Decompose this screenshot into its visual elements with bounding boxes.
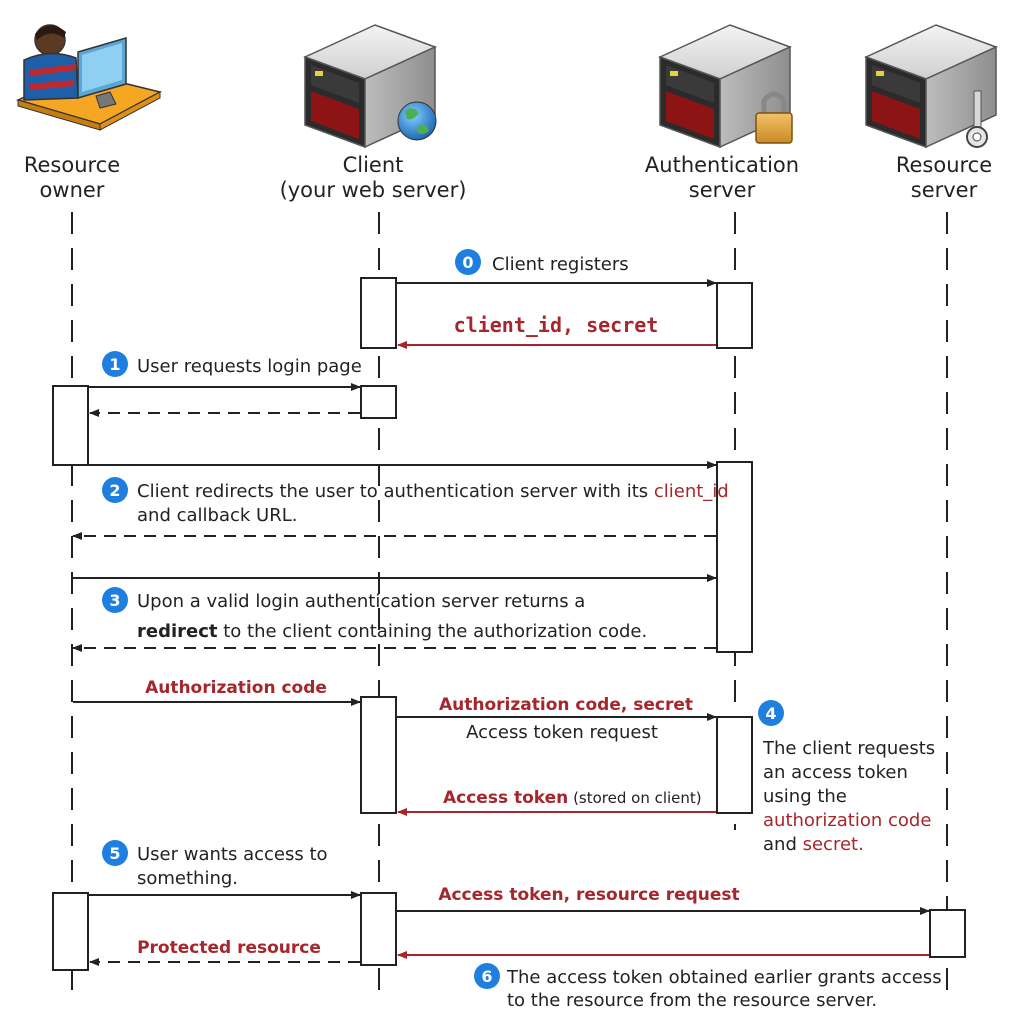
step-badges: 0 1 2 3 4 5 6: [102, 249, 784, 989]
activation-box: [360, 892, 397, 966]
access-token-label: Access token (stored on client): [443, 788, 702, 808]
resource-request-label: Access token, resource request: [438, 885, 739, 905]
server-key-icon: [864, 24, 998, 149]
participant-label: Authentication: [645, 153, 799, 177]
authorization-code-label: Authorization code: [145, 678, 327, 698]
activation-box: [52, 385, 89, 466]
activations: [52, 277, 966, 971]
activation-box: [716, 461, 753, 653]
step-0-text: Client registers: [492, 254, 629, 275]
participant-client: Client (your web server): [280, 153, 467, 202]
participant-label: server: [911, 178, 978, 202]
svg-text:5: 5: [109, 844, 120, 863]
svg-text:using the: using the: [763, 786, 847, 807]
message-labels: Client registers client_id, secret User …: [137, 254, 942, 1011]
svg-text:0: 0: [462, 253, 473, 272]
server-lock-icon: [658, 24, 793, 149]
step-5-line1: User wants access to: [137, 844, 328, 865]
participant-resource-owner: Resource owner: [24, 153, 120, 202]
svg-text:and secret.: and secret.: [763, 834, 864, 855]
participant-auth-server: Authentication server: [645, 153, 799, 202]
step-badge-4: 4: [758, 700, 784, 726]
token-request-label: Authorization code, secret: [439, 695, 693, 715]
activation-box: [360, 277, 397, 349]
client-id-secret-label: client_id, secret: [454, 313, 659, 337]
participant-label: owner: [40, 178, 105, 202]
participant-label: (your web server): [280, 178, 467, 202]
token-request-sublabel: Access token request: [466, 722, 658, 743]
svg-text:1: 1: [109, 355, 120, 374]
step-badge-0: 0: [455, 249, 481, 275]
step-badge-2: 2: [102, 477, 128, 503]
server-globe-icon: [303, 24, 437, 149]
activation-box: [716, 282, 753, 349]
svg-text:2: 2: [109, 481, 120, 500]
messages: [72, 279, 930, 966]
step-4-note: The client requests an access token usin…: [762, 738, 935, 855]
participant-label: Resource: [24, 153, 120, 177]
step-3-line2: redirect to the client containing the au…: [137, 621, 647, 642]
activation-box: [360, 696, 397, 814]
participant-label: Resource: [896, 153, 992, 177]
step-6-line1: The access token obtained earlier grants…: [506, 967, 942, 988]
svg-text:The client requests: The client requests: [762, 738, 935, 759]
user-at-computer-icon: [15, 24, 163, 131]
svg-text:6: 6: [481, 967, 492, 986]
step-badge-1: 1: [102, 351, 128, 377]
participant-label: server: [689, 178, 756, 202]
svg-text:4: 4: [765, 704, 776, 723]
svg-text:an access token: an access token: [763, 762, 908, 783]
step-2-line1: Client redirects the user to authenticat…: [137, 481, 729, 502]
participant-label: Client: [343, 153, 404, 177]
activation-box: [360, 385, 397, 419]
step-2-line2: and callback URL.: [137, 505, 297, 526]
svg-text:3: 3: [109, 591, 120, 610]
step-5-line2: something.: [137, 868, 238, 889]
step-badge-3: 3: [102, 587, 128, 613]
step-1-text: User requests login page: [137, 356, 362, 377]
protected-resource-label: Protected resource: [137, 938, 321, 958]
step-3-line1: Upon a valid login authentication server…: [137, 591, 585, 612]
activation-box: [929, 909, 966, 958]
participant-resource-server: Resource server: [896, 153, 992, 202]
step-badge-5: 5: [102, 840, 128, 866]
step-6-line2: to the resource from the resource server…: [507, 990, 877, 1011]
svg-text:authorization code: authorization code: [763, 810, 931, 831]
step-badge-6: 6: [474, 963, 500, 989]
activation-box: [52, 892, 89, 971]
activation-box: [716, 716, 753, 814]
